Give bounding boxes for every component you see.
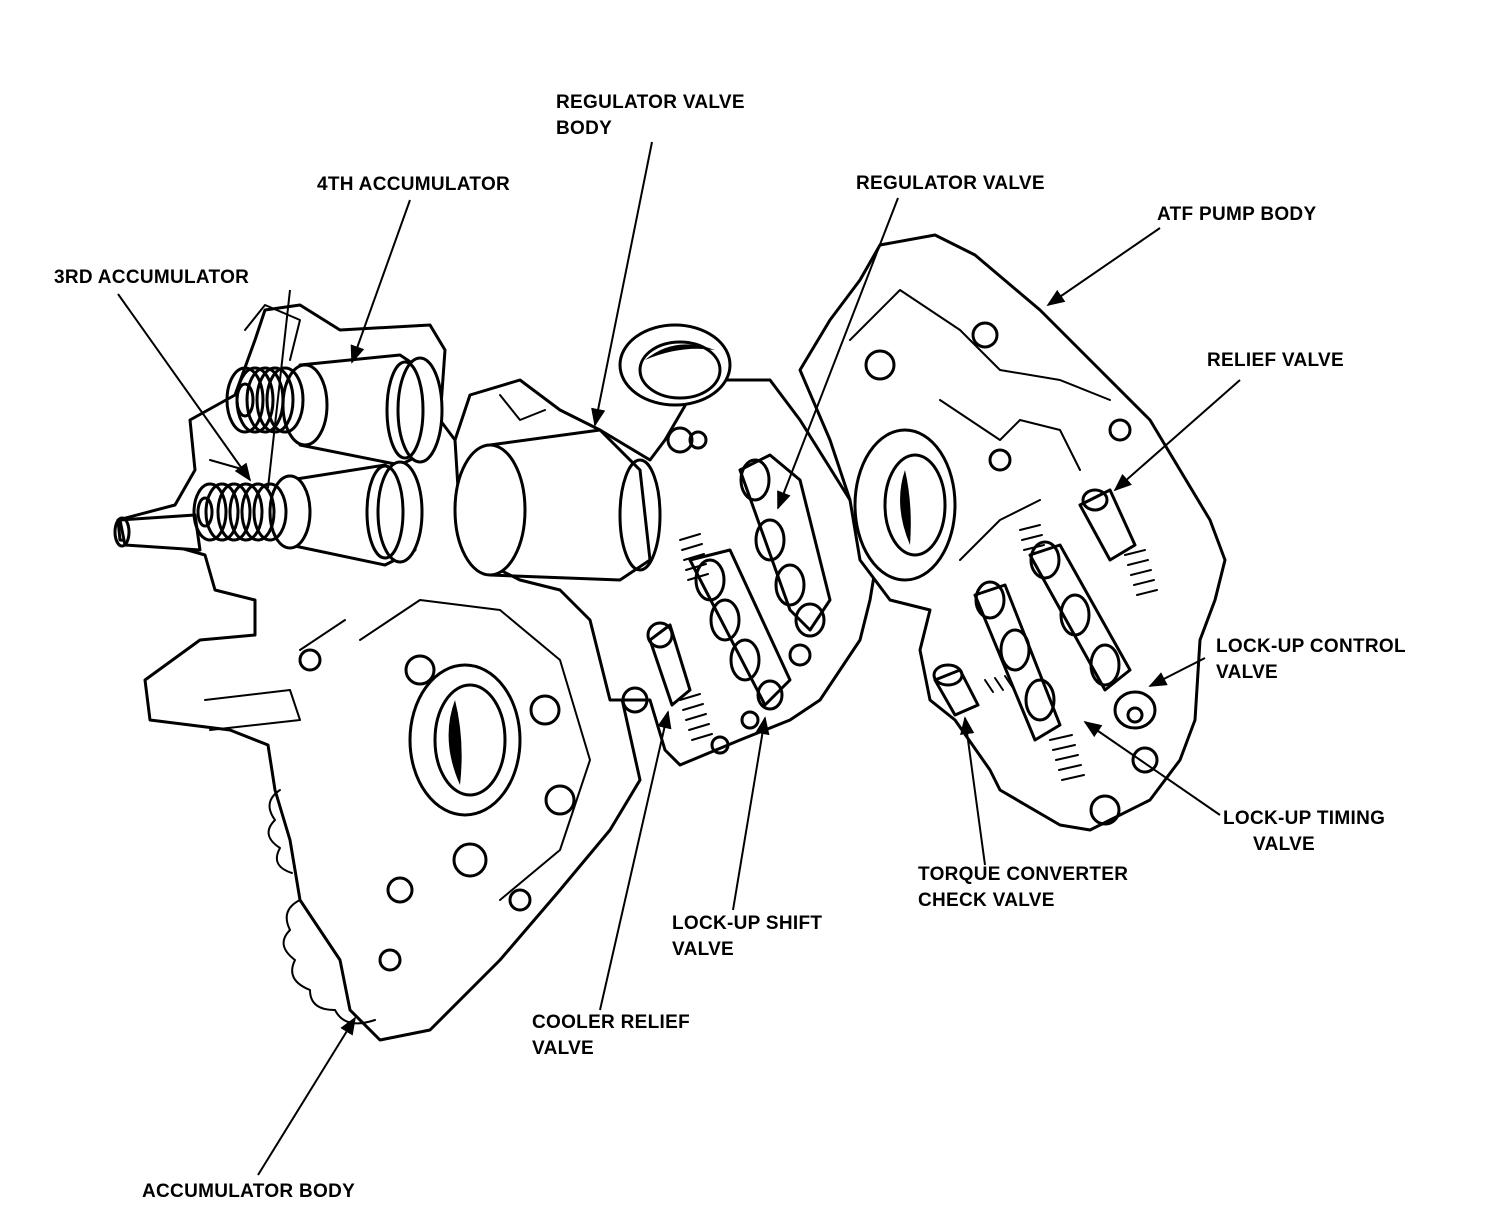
label-relief-valve: RELIEF VALVE xyxy=(1207,350,1344,371)
label-lockup-shift-valve: LOCK-UP SHIFT VALVE xyxy=(672,913,823,960)
label-accumulator-body: ACCUMULATOR BODY xyxy=(142,1181,356,1202)
label-fourth-accumulator: 4TH ACCUMULATOR xyxy=(317,174,511,195)
leader-fourth-accumulator xyxy=(350,199,411,364)
leader-torque-converter-check-valve xyxy=(960,716,986,866)
leader-lockup-timing-valve xyxy=(1083,720,1221,816)
atf-pump-body-part xyxy=(798,233,1227,832)
leader-third-accumulator xyxy=(117,293,252,482)
label-torque-converter-check-valve: TORQUE CONVERTER CHECK VALVE xyxy=(918,864,1129,911)
label-regulator-valve: REGULATOR VALVE xyxy=(856,173,1045,194)
label-atf-pump-body: ATF PUMP BODY xyxy=(1157,204,1317,225)
leader-regulator-valve xyxy=(777,197,899,510)
fourth-accumulator-part xyxy=(225,353,444,467)
leader-accumulator-body xyxy=(257,1016,356,1176)
label-cooler-relief-valve: COOLER RELIEF VALVE xyxy=(532,1012,691,1059)
label-regulator-valve-body: REGULATOR VALVE BODY xyxy=(556,92,745,139)
third-accumulator-part xyxy=(192,460,424,567)
leader-regulator-valve-body xyxy=(591,141,653,427)
leader-relief-valve xyxy=(1113,379,1241,492)
leader-atf-pump-body xyxy=(1046,227,1161,307)
label-lockup-control-valve: LOCK-UP CONTROL VALVE xyxy=(1216,636,1406,683)
leader-lines xyxy=(117,141,1241,1176)
label-third-accumulator: 3RD ACCUMULATOR xyxy=(54,267,250,288)
label-lockup-timing-valve: LOCK-UP TIMING VALVE xyxy=(1223,808,1386,855)
leader-third-accumulator-b xyxy=(267,289,291,489)
leader-lockup-shift-valve xyxy=(732,716,770,911)
leader-lockup-control-valve xyxy=(1148,657,1206,687)
leader-cooler-relief-valve xyxy=(599,710,672,1011)
regulator-valve-body-part xyxy=(453,323,882,767)
